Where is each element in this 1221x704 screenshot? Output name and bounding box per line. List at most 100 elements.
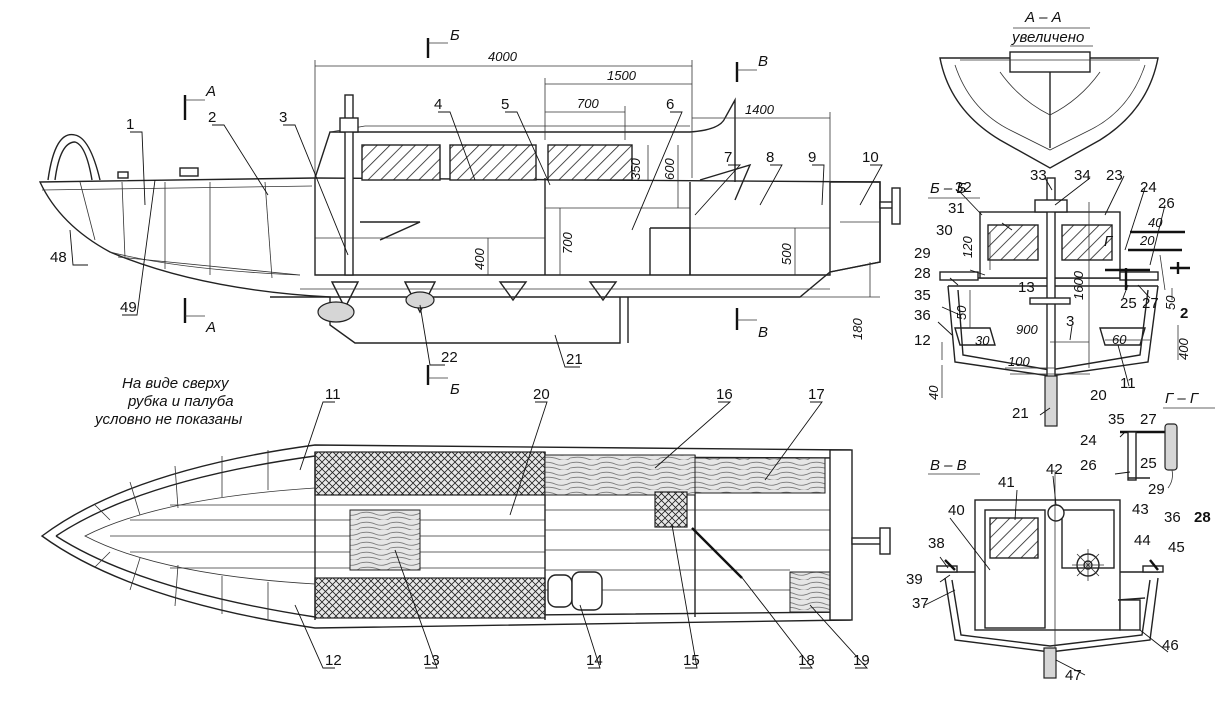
gg-dim-50: 50 (1163, 295, 1178, 310)
callout-24: 24 (1140, 179, 1157, 196)
callout-21-bb: 21 (1012, 405, 1029, 422)
cut-b-bottom: Б (450, 381, 460, 398)
callout-41: 41 (998, 474, 1015, 491)
bb-dim-400: 400 (1176, 338, 1191, 360)
cut-a-top: А (205, 83, 216, 100)
cut-g-mark: Г (1104, 233, 1114, 250)
callout-45: 45 (1168, 539, 1185, 556)
callout-26-gg: 26 (1080, 457, 1097, 474)
callout-47: 47 (1065, 667, 1082, 684)
callout-49: 49 (120, 299, 137, 316)
section-vv-title: В – В (930, 457, 967, 474)
callout-11: 11 (325, 386, 341, 403)
callout-43: 43 (1132, 501, 1149, 518)
callout-44: 44 (1134, 532, 1151, 549)
bb-dim-40: 40 (926, 385, 941, 400)
callout-6: 6 (666, 96, 674, 113)
callout-5: 5 (501, 96, 509, 113)
dim-350: 350 (628, 158, 643, 180)
callout-37: 37 (912, 595, 929, 612)
callout-2: 2 (208, 109, 216, 126)
dim-180: 180 (850, 318, 865, 340)
callout-15: 15 (683, 652, 700, 669)
callout-29-gg: 29 (1148, 481, 1165, 498)
section-aa-subtitle: увеличено (1011, 29, 1084, 46)
callout-12-bb: 12 (914, 332, 931, 349)
dim-500: 500 (779, 243, 794, 265)
side-view (38, 38, 901, 385)
callout-16: 16 (716, 386, 733, 403)
callout-18: 18 (798, 652, 815, 669)
bb-dim-50: 50 (954, 305, 969, 320)
callout-32: 32 (955, 179, 972, 196)
callout-34: 34 (1074, 167, 1091, 184)
callout-23: 23 (1106, 167, 1123, 184)
dim-400: 400 (472, 248, 487, 270)
callout-27: 27 (1142, 295, 1159, 312)
bb-dim-120: 120 (960, 236, 975, 258)
callout-3: 3 (279, 109, 287, 126)
callout-12: 12 (325, 652, 342, 669)
cut-b-top: Б (450, 27, 460, 44)
section-vv (936, 470, 1164, 679)
callout-10: 10 (862, 149, 879, 166)
callout-28-vv: 28 (1194, 509, 1211, 526)
callout-40: 40 (948, 502, 965, 519)
callout-20-bb: 20 (1090, 387, 1107, 404)
top-view (40, 444, 891, 629)
cut-v-bottom: В (758, 324, 768, 341)
bb-dim-100: 100 (1008, 354, 1030, 369)
callout-1: 1 (126, 116, 134, 133)
gg-label-2: 2 (1180, 305, 1188, 322)
callout-17: 17 (808, 386, 825, 403)
callouts: 1 2 3 4 5 6 7 8 9 10 11 12 13 14 15 16 1… (50, 96, 1211, 684)
dim-1500: 1500 (607, 68, 637, 83)
bb-dim-60: 60 (1112, 332, 1127, 347)
callout-36-vv: 36 (1164, 509, 1181, 526)
bb-dim-1600: 1600 (1071, 270, 1086, 300)
callout-13: 13 (423, 652, 440, 669)
callout-48: 48 (50, 249, 67, 266)
cut-a-bottom: А (205, 319, 216, 336)
callout-22: 22 (441, 349, 458, 366)
callout-31: 31 (948, 200, 965, 217)
callout-27-gg: 27 (1140, 411, 1157, 428)
bb-dim-900: 900 (1016, 322, 1038, 337)
dim-1400: 1400 (745, 102, 775, 117)
g-detail-top (1105, 230, 1190, 300)
callout-30: 30 (936, 222, 953, 239)
section-bb (939, 177, 1179, 427)
dim-600: 600 (662, 158, 677, 180)
callout-4: 4 (434, 96, 442, 113)
dim-700-vertical: 700 (560, 232, 575, 254)
callout-46: 46 (1162, 637, 1179, 654)
callout-11-bb: 11 (1120, 375, 1136, 392)
callout-39: 39 (906, 571, 923, 588)
callout-28: 28 (914, 265, 931, 282)
section-aa (939, 51, 1159, 169)
section-bb-title: Б – Б (930, 180, 966, 197)
callout-24-gg: 24 (1080, 432, 1097, 449)
dim-4000: 4000 (488, 49, 518, 64)
callout-21: 21 (566, 351, 583, 368)
callout-9: 9 (808, 149, 816, 166)
callout-35-gg: 35 (1108, 411, 1125, 428)
section-aa-title: А – А (1024, 9, 1062, 26)
callout-25: 25 (1120, 295, 1137, 312)
section-gg (1120, 423, 1178, 489)
callout-19: 19 (853, 652, 870, 669)
callout-25-gg: 25 (1140, 455, 1157, 472)
callout-42: 42 (1046, 461, 1063, 478)
callout-38: 38 (928, 535, 945, 552)
callout-14: 14 (586, 652, 603, 669)
callout-26: 26 (1158, 195, 1175, 212)
section-gg-title: Г – Г (1165, 390, 1200, 407)
top-view-note-line3: условно не показаны (94, 411, 242, 428)
callout-13-bb: 13 (1018, 279, 1035, 296)
callout-7: 7 (724, 149, 732, 166)
callout-8: 8 (766, 149, 774, 166)
callout-3-bb: 3 (1066, 313, 1074, 330)
cut-v-top: В (758, 53, 768, 70)
top-view-note-line2: рубка и палуба (127, 393, 234, 410)
